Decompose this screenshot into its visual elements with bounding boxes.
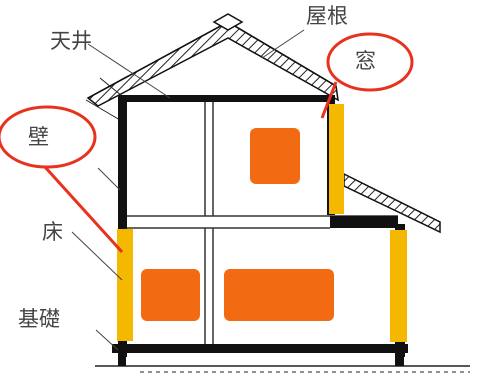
window-callout-ellipse: [326, 32, 414, 92]
room-marker-upper: [250, 128, 300, 184]
interior-partitions: [204, 102, 214, 346]
room-marker-lower-left: [141, 269, 200, 321]
left-wall: [118, 95, 127, 357]
roof: [85, 13, 339, 121]
label-foundation: 基礎: [18, 307, 60, 331]
wall-insulation-bar: [117, 229, 133, 341]
label-ceiling: 天井: [50, 29, 92, 53]
foundation-slab: [112, 344, 408, 353]
window-insulation-bar: [329, 104, 344, 214]
room-marker-lower-right: [224, 269, 334, 321]
lower-right-insulation-bar: [390, 230, 407, 342]
leader-lines: [71, 29, 305, 351]
callouts: [0, 32, 414, 254]
label-wall: 壁: [28, 125, 49, 149]
label-roof: 屋根: [306, 4, 348, 28]
label-floor: 床: [42, 220, 63, 244]
ceiling-beam: [120, 95, 332, 102]
label-window: 窓: [355, 49, 376, 73]
